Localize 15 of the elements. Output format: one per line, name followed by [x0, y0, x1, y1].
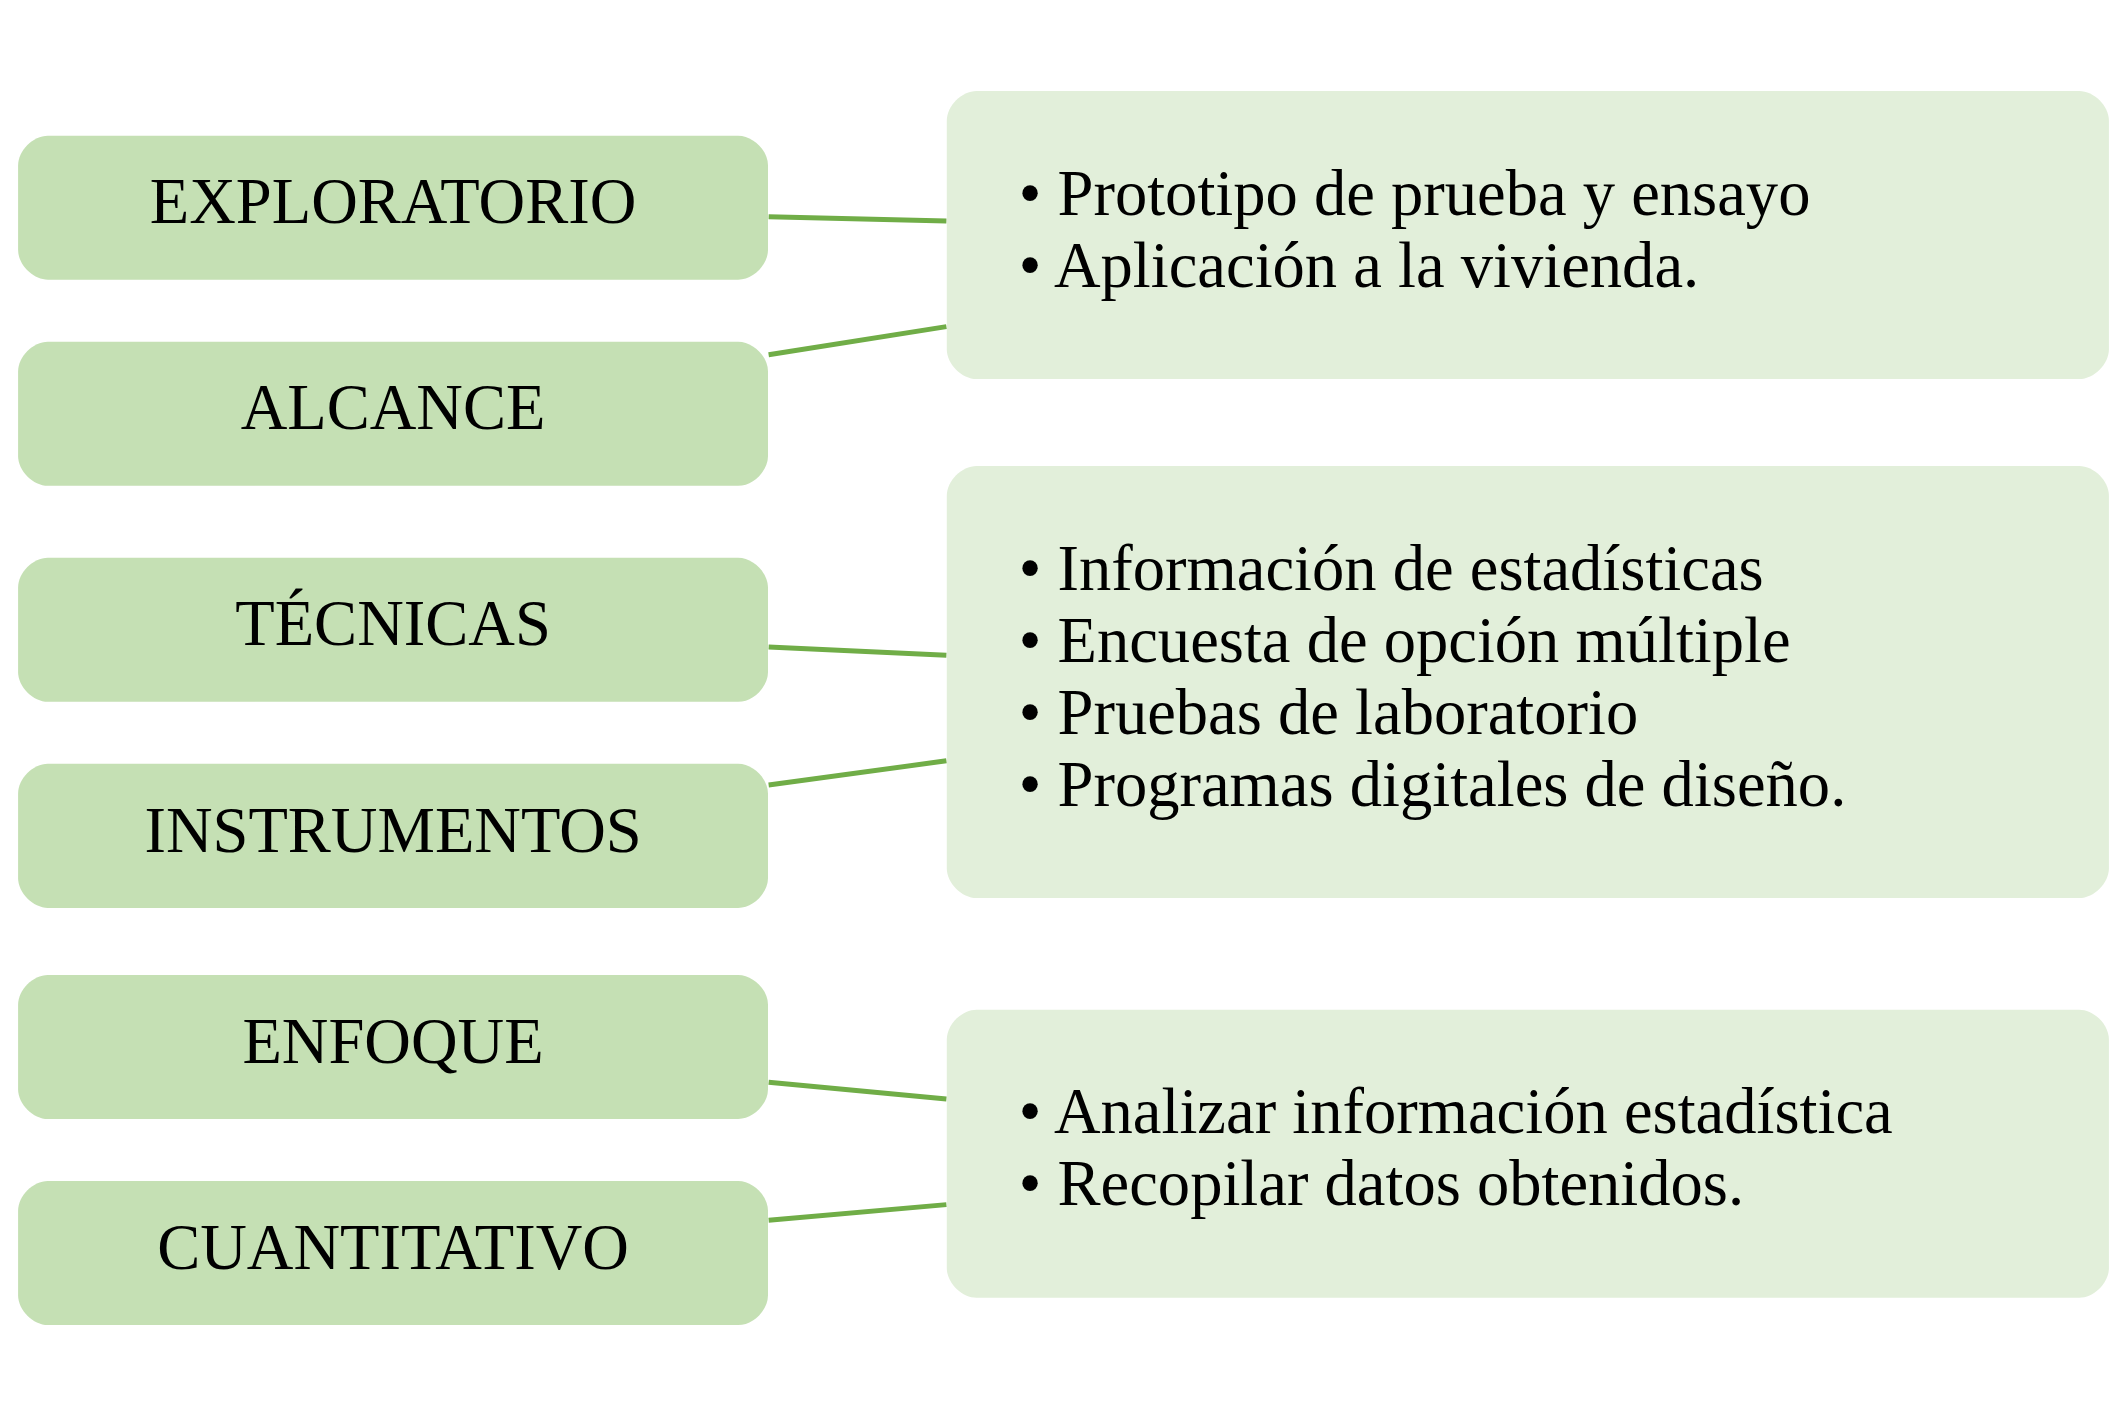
- node-box: • Prototipo de prueba y ensayo • Aplicación a la vivienda.: [946, 90, 2109, 379]
- connector: [768, 1079, 947, 1102]
- connector: [768, 758, 947, 788]
- node-box: INSTRUMENTOS: [18, 763, 768, 908]
- node-box: CUANTITATIVO: [18, 1181, 768, 1326]
- connector: [768, 644, 947, 658]
- node-box: • Analizar información estadística • Recopilar datos obtenidos.: [946, 1009, 2109, 1298]
- node-box: EXPLORATORIO: [18, 135, 768, 280]
- connector: [768, 1202, 947, 1223]
- node-box: ENFOQUE: [18, 974, 768, 1119]
- node-box: TÉCNICAS: [18, 557, 768, 702]
- node-box: • Información de estadísticas • Encuesta de opción múltiple • Pruebas de laboratorio • Programas digitales de diseño.: [946, 465, 2109, 898]
- node-box: ALCANCE: [18, 341, 768, 486]
- connector: [768, 214, 947, 224]
- connector: [768, 324, 947, 358]
